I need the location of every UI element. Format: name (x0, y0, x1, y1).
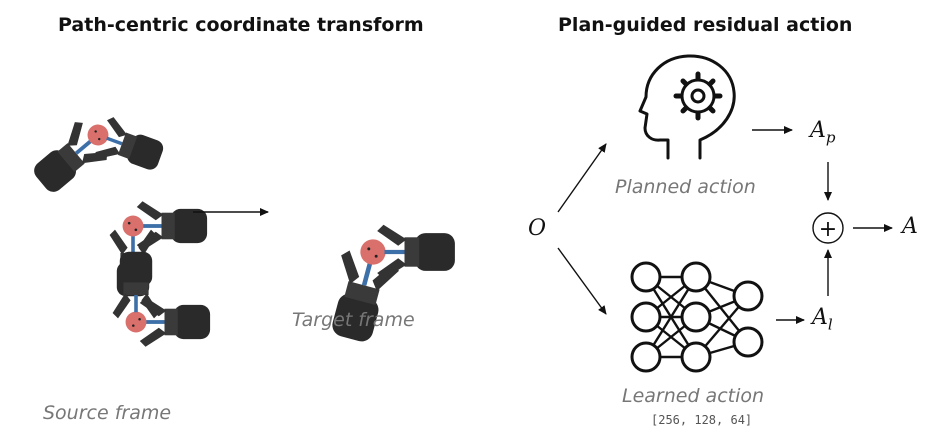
observation-symbol: O (528, 216, 547, 241)
planned-action-letter: A (810, 118, 826, 143)
learned-action-letter: A (812, 305, 828, 330)
source-gripper-3 (112, 251, 211, 347)
planned-action-caption: Planned action (615, 176, 756, 198)
sum-symbol: + (819, 217, 837, 242)
source-gripper-1 (25, 109, 168, 202)
learned-action-subscript: l (827, 315, 833, 334)
source-frame-caption: Source frame (43, 402, 172, 424)
planned-action-symbol: Ap (810, 118, 836, 146)
neural-network-icon (630, 261, 764, 373)
output-action-symbol: A (902, 214, 918, 239)
learned-action-symbol: Al (812, 305, 833, 333)
head-gear-icon (638, 54, 736, 160)
learned-action-caption: Learned action (622, 385, 765, 407)
arrow-obs-to-plan (557, 143, 607, 213)
sum-node (812, 212, 844, 244)
planned-action-subscript: p (825, 128, 836, 147)
left-panel-title: Path-centric coordinate transform (58, 14, 424, 36)
arrow-obs-to-learned (557, 247, 607, 315)
network-layers-note: [256, 128, 64] (651, 413, 753, 427)
target-frame-caption: Target frame (292, 309, 415, 331)
right-panel-title: Plan-guided residual action (558, 14, 853, 36)
